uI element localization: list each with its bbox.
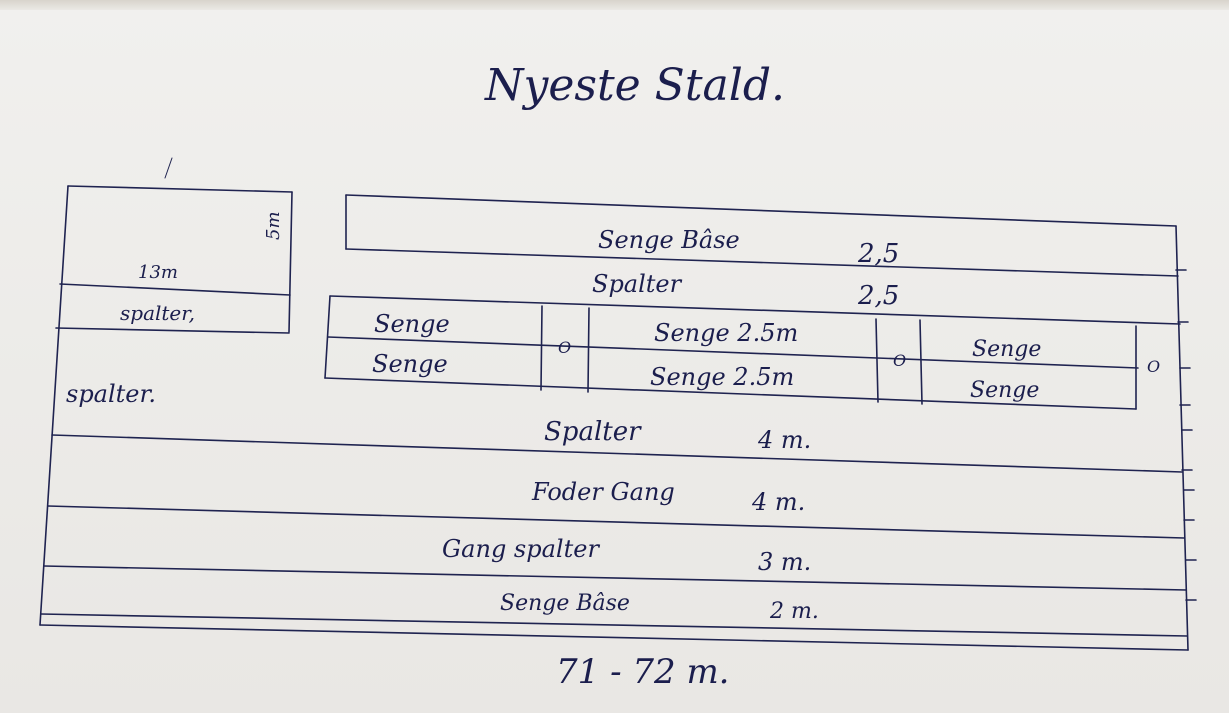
cubicle-mid-lower: Senge 2.5m [650,363,794,391]
spalter-bottom-line [329,295,1181,325]
outline-top-edge-left [67,185,293,193]
cubicle-left-lower: Senge [372,350,448,378]
spalter-mid-bottom-line [51,434,1183,473]
cubicle-mid-upper: Senge 2.5m [654,319,798,347]
spalter-top-label: Spalter [592,270,683,298]
waterer-3: O [1147,357,1160,376]
left-spalter-label: spalter. [66,380,156,408]
spalter-mid-value: 4 m. [757,426,811,454]
spalter-mid-label: Spalter [544,417,642,447]
cubicle-post-2a [875,318,879,403]
waterer-1: O [558,338,571,357]
cubicle-right-upper: Senge [972,337,1041,362]
stray-pen-mark [164,157,173,179]
spalter-top-value: 2,5 [857,281,899,311]
senge-baase-top-label: Senge Bâse [598,226,740,254]
foder-gang-label: Foder Gang [531,478,675,506]
senge-baase-top-value: 2,5 [857,239,899,269]
gang-spalter-label: Gang spalter [442,535,600,563]
room-bottom-line [59,283,291,296]
sketch-title: Nyeste Stald. [484,60,785,111]
senge-baase-bottom-label: Senge Bâse [500,591,630,616]
senge-baase-bottom-value: 2 m. [769,599,819,624]
gang-spalter-bottom-line [43,565,1187,591]
waterer-2: O [893,351,906,370]
senge-baase-bottom-inner-line [40,613,1188,637]
room-width-label: 13m [138,262,178,283]
cubicle-divider-line [327,336,1139,369]
gang-spalter-value: 3 m. [758,548,811,576]
outline-left-edge [39,185,69,626]
cubicle-post-1b [587,307,590,393]
outline-right-edge [1175,225,1189,651]
room-right-wall [288,191,293,333]
total-length-label: 71 - 72 m. [556,652,730,692]
room-depth-label: 5m [263,211,284,240]
cubicle-post-1a [540,305,543,391]
foder-gang-value: 4 m. [751,488,805,516]
cubicle-right-lower: Senge [970,378,1039,403]
cubicle-post-2b [919,319,923,405]
cubicle-block-bottom-line [324,377,1137,410]
cubicle-left-upper: Senge [374,310,450,338]
outline-top-edge-right [345,194,1177,227]
senge-baase-bottom-line [345,248,1179,277]
foder-gang-bottom-line [47,505,1185,539]
room-spalter-bottom-line [55,327,290,334]
outline-bottom-edge [39,624,1189,651]
paper-edge [0,0,1229,10]
room-spalter-label: spalter, [120,301,195,325]
